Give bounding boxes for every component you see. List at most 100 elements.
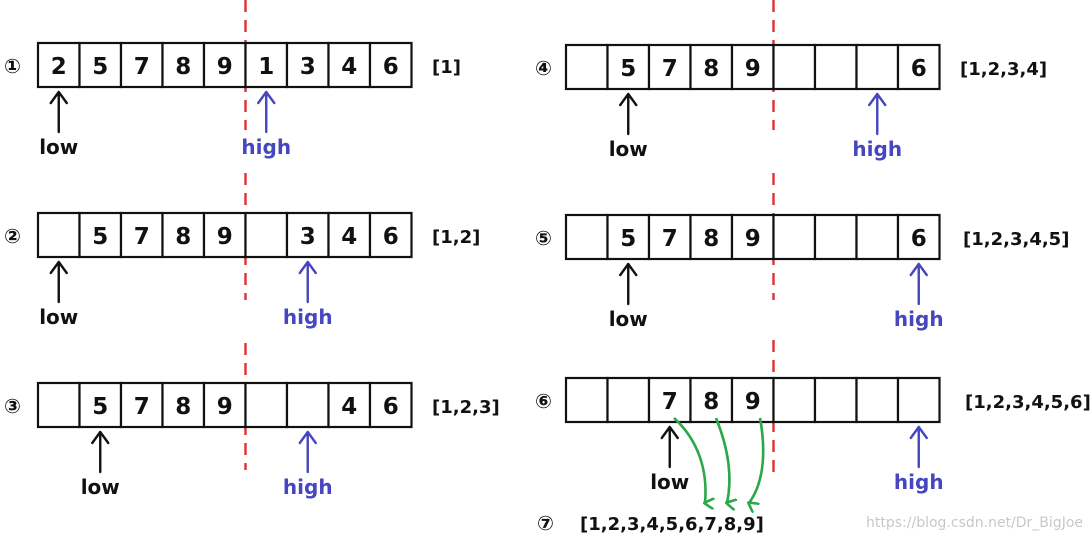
low-pointer-arrow [49, 260, 68, 304]
step-marker-6: ⑥ [535, 389, 552, 413]
array-cell [327, 211, 372, 259]
low-label: low [39, 135, 78, 159]
array-cell [896, 213, 941, 261]
array-cell [161, 211, 206, 259]
array-cell [36, 381, 81, 429]
high-label: high [852, 137, 902, 161]
cell-value: 5 [620, 226, 636, 252]
cell-value: 8 [175, 394, 191, 420]
array-cell [647, 213, 692, 261]
high-pointer-arrow [909, 262, 928, 306]
cell-value: 3 [300, 224, 316, 250]
high-label: high [283, 305, 333, 329]
array-cell [855, 213, 900, 261]
array-cell [202, 381, 247, 429]
final-merged-result: [1,2,3,4,5,6,7,8,9] [580, 514, 764, 535]
high-label: high [894, 307, 944, 331]
low-label: low [650, 470, 689, 494]
cell-value: 8 [703, 56, 719, 82]
array-cell [368, 41, 413, 89]
array-cell [161, 41, 206, 89]
high-label: high [894, 470, 944, 494]
cell-value: 5 [92, 54, 108, 80]
array-cell [564, 376, 609, 424]
cell-value: 5 [92, 394, 108, 420]
array-cell [730, 43, 775, 91]
merged-output: [1,2,3,4,5] [963, 229, 1069, 250]
array-cell [368, 381, 413, 429]
array-cell [285, 381, 330, 429]
array-cell [689, 213, 734, 261]
low-pointer-arrow [619, 92, 638, 136]
array-cell [606, 376, 651, 424]
array-cell [855, 43, 900, 91]
array-cell [813, 213, 858, 261]
step-marker-2: ② [4, 224, 21, 248]
cell-value: 8 [703, 226, 719, 252]
merged-output: [1] [432, 57, 461, 78]
high-label: high [241, 135, 291, 159]
array-cell [327, 41, 372, 89]
step-marker-5: ⑤ [535, 226, 552, 250]
cell-value: 6 [911, 226, 927, 252]
array-cell [244, 41, 289, 89]
low-pointer-arrow [91, 430, 110, 474]
merged-output: [1,2] [432, 227, 480, 248]
array-cell [119, 41, 164, 89]
watermark-text: https://blog.csdn.net/Dr_BigJoe [866, 515, 1083, 531]
array-cell [285, 41, 330, 89]
array-cell [813, 376, 858, 424]
cell-value: 8 [175, 224, 191, 250]
step-marker-1: ① [4, 54, 21, 78]
low-label: low [609, 137, 648, 161]
cell-value: 6 [383, 224, 399, 250]
cell-value: 7 [134, 54, 150, 80]
cell-value: 5 [92, 224, 108, 250]
final-layer: ⑦ [1,2,3,4,5,6,7,8,9] https://blog.csdn.… [537, 417, 1083, 535]
low-pointer-arrow [660, 425, 679, 469]
array-cell [119, 211, 164, 259]
merge-arrow-9 [749, 417, 765, 503]
cell-value: 7 [662, 389, 678, 415]
merge-arrow-7 [673, 417, 706, 503]
high-pointer-arrow [298, 430, 317, 474]
cell-value: 9 [745, 56, 761, 82]
array-cell [689, 43, 734, 91]
array-cell [202, 41, 247, 89]
cell-value: 8 [703, 389, 719, 415]
array-cell [896, 43, 941, 91]
array-cell [772, 213, 817, 261]
merged-output: [1,2,3,4] [960, 59, 1047, 80]
merge-arrow-8 [714, 417, 729, 503]
array-cell [161, 381, 206, 429]
array-cell [244, 211, 289, 259]
cell-value: 9 [217, 54, 233, 80]
cell-value: 2 [51, 54, 67, 80]
cell-value: 4 [341, 54, 357, 80]
cell-value: 9 [217, 224, 233, 250]
array-cell [36, 41, 81, 89]
cell-value: 7 [662, 56, 678, 82]
array-cell [119, 381, 164, 429]
low-label: low [39, 305, 78, 329]
cell-value: 4 [341, 394, 357, 420]
merged-output: [1,2,3] [432, 397, 500, 418]
cell-value: 7 [134, 224, 150, 250]
array-cell [78, 381, 123, 429]
high-label: high [283, 475, 333, 499]
low-label: low [81, 475, 120, 499]
step-marker-4: ④ [535, 56, 552, 80]
array-cell [606, 213, 651, 261]
cell-value: 7 [134, 394, 150, 420]
cell-value: 6 [383, 54, 399, 80]
low-label: low [609, 307, 648, 331]
cell-value: 9 [217, 394, 233, 420]
array-cell [36, 211, 81, 259]
high-pointer-arrow [257, 90, 276, 134]
